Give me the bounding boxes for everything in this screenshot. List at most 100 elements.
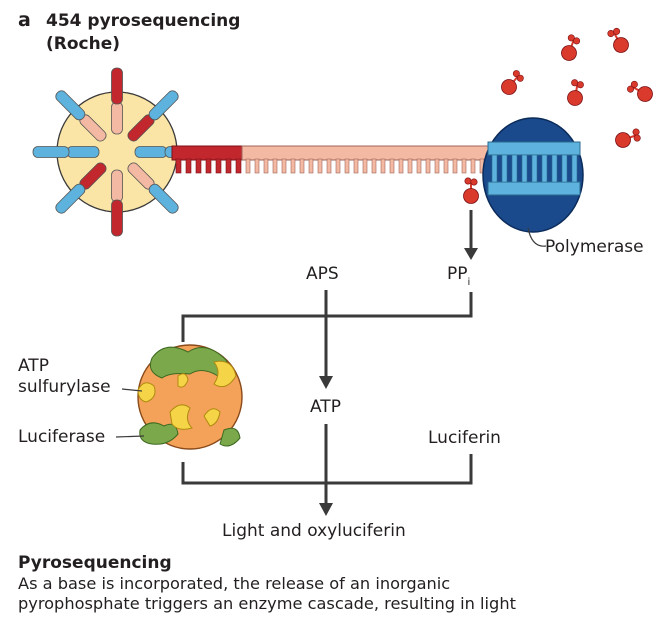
- cascade-connectors: [181, 290, 473, 505]
- template-base: [281, 158, 287, 174]
- polymerase-strand-top: [487, 141, 581, 156]
- primer: [127, 90, 179, 142]
- primer-outer: [148, 90, 179, 121]
- adapter-base: [215, 158, 222, 174]
- primer: [55, 90, 107, 142]
- polymerase-base-pair: [531, 154, 538, 183]
- template-base: [254, 158, 260, 174]
- luciferase-label: Luciferase: [18, 427, 105, 447]
- radial-primers: [32, 67, 202, 237]
- template-base: [425, 158, 431, 174]
- template-base: [335, 158, 341, 174]
- template-base: [371, 158, 377, 174]
- light-label: Light and oxyluciferin: [222, 521, 406, 541]
- template-base: [407, 158, 413, 174]
- nucleotide-base: [501, 79, 517, 95]
- polymerase-base-pair: [491, 154, 498, 183]
- polymerase-label: Polymerase: [545, 237, 644, 257]
- arrow-to-atp-head: [319, 376, 333, 389]
- primer: [127, 162, 179, 214]
- nucleotide-phosphate: [633, 134, 641, 142]
- template-base: [434, 158, 440, 174]
- polymerase-strand-bottom: [487, 181, 581, 196]
- luciferin-label: Luciferin: [428, 428, 501, 448]
- nucleotide-base: [613, 37, 629, 53]
- template-base: [317, 158, 323, 174]
- nucleotide-phosphate: [464, 177, 472, 185]
- enzyme-yellow-patch-4: [169, 404, 193, 430]
- nucleotide-base: [637, 86, 653, 102]
- nucleotide-phosphate: [613, 27, 621, 35]
- luciferase-leader: [115, 435, 145, 438]
- nucleotide-phosphate: [516, 74, 524, 82]
- primer: [32, 146, 100, 158]
- primer-outer: [148, 183, 179, 214]
- template-base: [308, 158, 314, 174]
- template-base: [461, 158, 467, 174]
- enzyme-yellow-patch-5: [203, 408, 221, 427]
- primer-outer: [32, 146, 70, 158]
- primer-inner: [134, 146, 168, 158]
- nucleotide-phosphate: [573, 37, 581, 45]
- pyrosequencing-diagram: a 454 pyrosequencing (Roche) Polymerase …: [18, 9, 653, 541]
- primer-outer: [111, 199, 123, 237]
- arrow-to-light-head: [319, 503, 333, 516]
- atp-sulfurylase-leader: [121, 388, 143, 392]
- template-base: [470, 158, 476, 174]
- enzyme-green-patch-right: [219, 427, 241, 447]
- panel-title-line2: (Roche): [46, 34, 120, 54]
- template-base: [398, 158, 404, 174]
- polymerase-base-pair: [571, 154, 578, 183]
- atp-sulfurylase-label-line2: sulfurylase: [18, 377, 111, 397]
- nucleotide-base: [463, 188, 479, 204]
- atp-label: ATP: [310, 397, 341, 417]
- polymerase-base-pair: [521, 154, 528, 183]
- adapter-base: [225, 158, 232, 174]
- template-base: [353, 158, 359, 174]
- nucleotide-phosphate: [630, 80, 638, 88]
- template-base: [362, 158, 368, 174]
- template-base: [389, 158, 395, 174]
- adapter-base: [235, 158, 242, 174]
- panel-title-line1: 454 pyrosequencing: [46, 11, 240, 31]
- enzyme-yellow-patch-2: [177, 373, 189, 388]
- dna-strand: [171, 145, 493, 174]
- adapter-base: [195, 158, 202, 174]
- polymerase-base-pair: [551, 154, 558, 183]
- polymerase-base-pair: [501, 154, 508, 183]
- nucleotide-base: [567, 90, 583, 106]
- primer: [111, 67, 123, 135]
- atp-sulfurylase-label-line1: ATP: [18, 356, 49, 376]
- ppi-label: PPi: [447, 264, 470, 288]
- enzyme-complex: [137, 344, 243, 450]
- primer: [111, 169, 123, 237]
- adapter-base: [205, 158, 212, 174]
- primer-inner: [66, 146, 100, 158]
- primer-inner: [111, 169, 123, 203]
- adapter-base: [185, 158, 192, 174]
- template-base: [443, 158, 449, 174]
- strand-bases: [175, 158, 485, 174]
- nucleotide: [607, 27, 629, 53]
- adapter-base: [175, 158, 182, 174]
- primer: [55, 162, 107, 214]
- caption: Pyrosequencing As a base is incorporated…: [18, 553, 658, 614]
- nucleotide-phosphate: [576, 81, 584, 89]
- template-base: [326, 158, 332, 174]
- enzyme-green-patch-left: [139, 422, 179, 445]
- panel-letter: a: [18, 9, 31, 31]
- template-segment: [241, 145, 493, 161]
- adapter-segment: [171, 145, 243, 161]
- enzyme-yellow-patch-1: [137, 382, 156, 403]
- free-nucleotides: [463, 27, 653, 204]
- nucleotide: [501, 70, 524, 95]
- template-base: [299, 158, 305, 174]
- caption-line-2: pyrophosphate triggers an enzyme cascade…: [18, 594, 516, 613]
- template-base: [452, 158, 458, 174]
- polymerase-base-pair: [541, 154, 548, 183]
- caption-title: Pyrosequencing: [18, 553, 172, 573]
- nucleotide: [615, 128, 641, 148]
- aps-label: APS: [306, 264, 339, 284]
- bead-with-primers: [32, 67, 202, 237]
- template-base: [245, 158, 251, 174]
